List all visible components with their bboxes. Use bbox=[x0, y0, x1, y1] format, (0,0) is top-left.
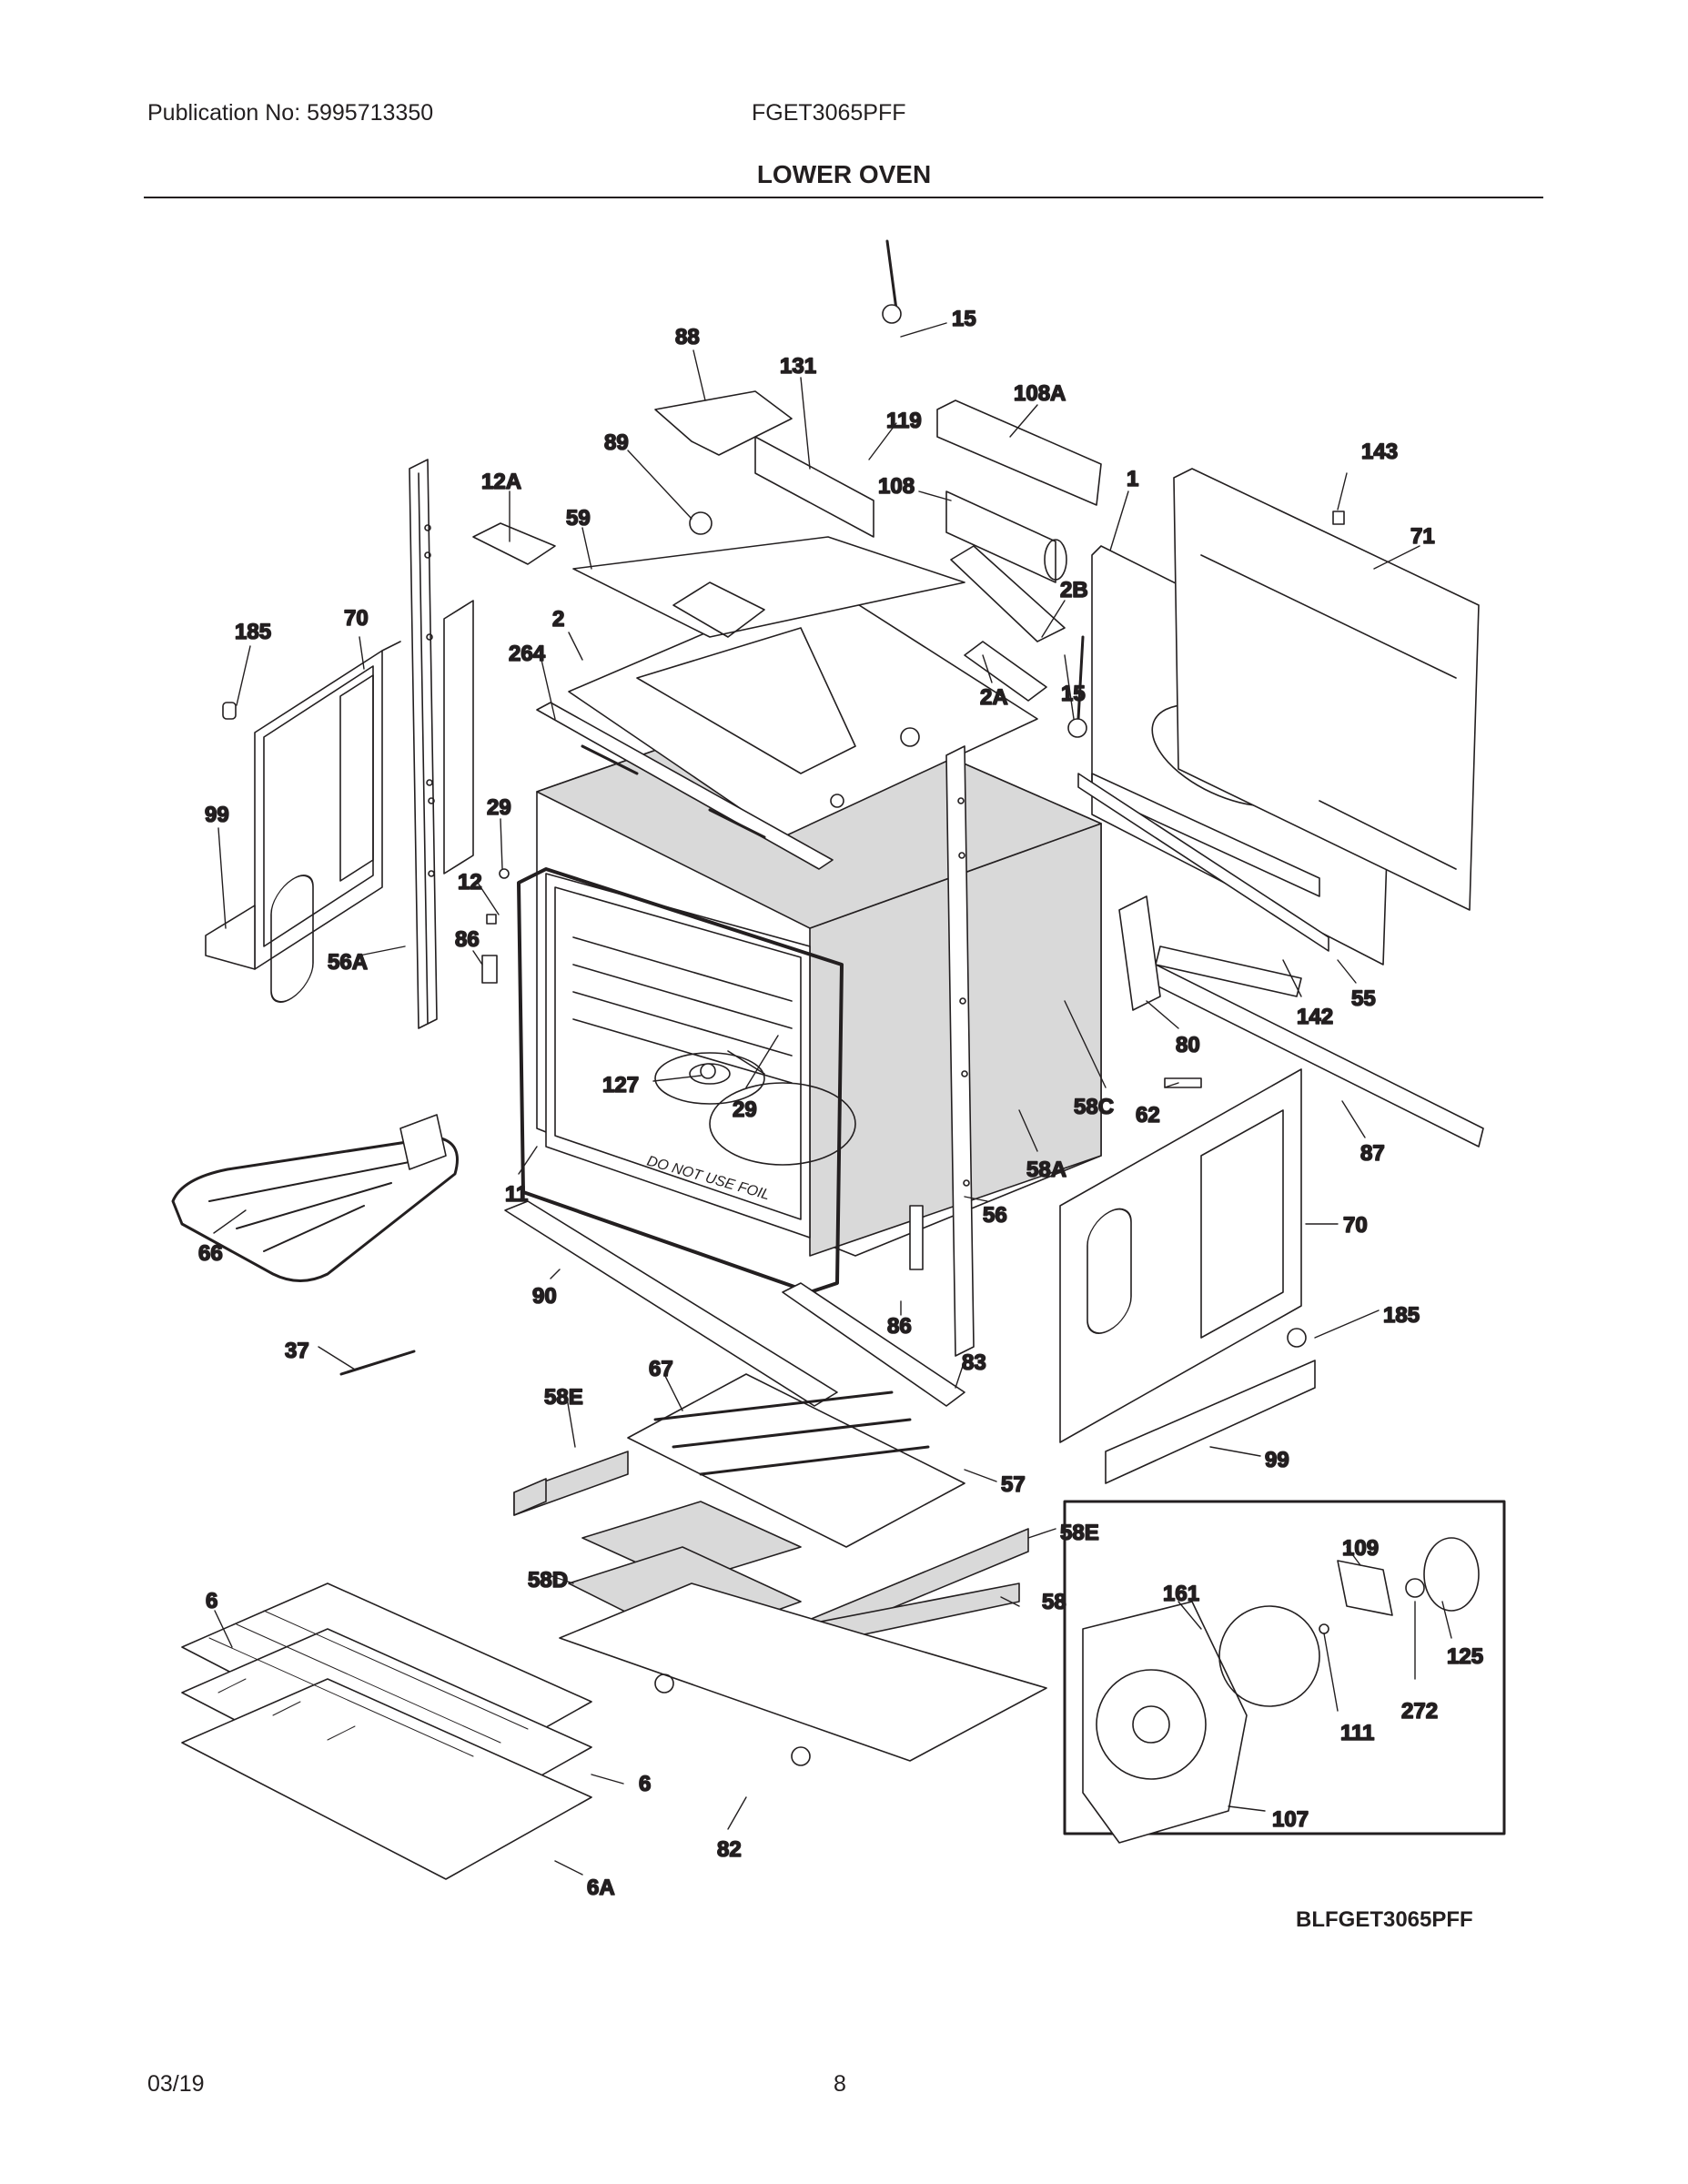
callout-99b: 99 bbox=[1265, 1448, 1289, 1472]
front-frame-56A bbox=[409, 459, 474, 1029]
callout-89: 89 bbox=[604, 430, 629, 455]
callout-58Eb: 58E bbox=[1060, 1521, 1099, 1545]
callout-87: 87 bbox=[1360, 1141, 1385, 1166]
callout-67: 67 bbox=[649, 1357, 673, 1381]
drawing-code: BLFGET3065PFF bbox=[1296, 1907, 1473, 1932]
callout-108: 108 bbox=[878, 474, 915, 499]
bracket-99-right bbox=[1105, 1360, 1316, 1484]
front-trims bbox=[504, 1200, 965, 1407]
callout-80: 80 bbox=[1176, 1033, 1200, 1057]
callout-88: 88 bbox=[675, 325, 700, 349]
model-number: FGET3065PFF bbox=[752, 100, 906, 126]
callout-99: 99 bbox=[205, 803, 229, 827]
page-number: 8 bbox=[834, 2071, 846, 2097]
callout-70: 70 bbox=[344, 606, 369, 631]
bake-element-67 bbox=[627, 1373, 965, 1548]
callout-29: 29 bbox=[487, 795, 511, 820]
callout-62: 62 bbox=[1136, 1103, 1160, 1127]
callout-55: 55 bbox=[1351, 986, 1376, 1011]
vent-264 bbox=[536, 702, 834, 870]
callout-125: 125 bbox=[1447, 1644, 1483, 1669]
callout-109: 109 bbox=[1342, 1536, 1379, 1561]
callout-143: 143 bbox=[1361, 440, 1398, 464]
callout-272: 272 bbox=[1401, 1699, 1438, 1724]
outer-back-71 bbox=[1173, 468, 1480, 911]
callout-71: 71 bbox=[1410, 524, 1435, 549]
small-parts bbox=[222, 239, 1345, 1376]
callout-56A: 56A bbox=[328, 950, 368, 975]
callout-264: 264 bbox=[509, 642, 546, 666]
callout-185b: 185 bbox=[1383, 1303, 1420, 1328]
callout-29b: 29 bbox=[733, 1097, 757, 1122]
door-gasket-11 bbox=[517, 867, 844, 1294]
callout-83: 83 bbox=[962, 1350, 986, 1375]
callout-6A: 6A bbox=[587, 1876, 615, 1900]
convection-inset bbox=[1063, 1500, 1506, 1844]
callout-82: 82 bbox=[717, 1837, 742, 1862]
publication-date: 03/19 bbox=[147, 2071, 205, 2097]
callout-131: 131 bbox=[780, 354, 816, 379]
callout-119: 119 bbox=[886, 409, 922, 433]
callout-108A: 108A bbox=[1014, 381, 1066, 406]
blower-108 bbox=[936, 399, 1102, 583]
section-title: LOWER OVEN bbox=[756, 160, 932, 188]
callout-2A: 2A bbox=[980, 685, 1008, 710]
callout-58C: 58C bbox=[1074, 1095, 1114, 1119]
callout-107: 107 bbox=[1272, 1807, 1309, 1832]
callout-111: 111 bbox=[1340, 1721, 1374, 1745]
brackets-right bbox=[1077, 773, 1484, 1148]
callout-86b: 86 bbox=[887, 1314, 912, 1339]
callout-2B: 2B bbox=[1060, 578, 1088, 602]
callout-127: 127 bbox=[602, 1073, 639, 1097]
publication-number: Publication No: 5995713350 bbox=[147, 100, 434, 126]
callout-1: 1 bbox=[1127, 467, 1138, 491]
callout-15: 15 bbox=[952, 307, 976, 331]
oven-racks bbox=[181, 1582, 592, 1880]
callout-59: 59 bbox=[566, 506, 591, 531]
callout-58A: 58A bbox=[1026, 1158, 1066, 1182]
top-shield-59 bbox=[572, 536, 965, 638]
callout-58E: 58E bbox=[544, 1385, 583, 1410]
leader-lines bbox=[213, 322, 1452, 1876]
callout-11: 11 bbox=[505, 1182, 528, 1207]
broil-element-66 bbox=[171, 1114, 459, 1282]
callout-161: 161 bbox=[1163, 1582, 1199, 1606]
top-misc-parts bbox=[472, 390, 1066, 702]
callout-70b: 70 bbox=[1343, 1213, 1368, 1238]
title-divider bbox=[144, 197, 1543, 198]
side-panel-left bbox=[205, 641, 401, 1003]
callout-2: 2 bbox=[552, 607, 564, 632]
callout-15b: 15 bbox=[1061, 682, 1086, 706]
side-panel-right bbox=[1059, 1068, 1307, 1443]
front-frame-56 bbox=[945, 745, 975, 1357]
callout-12: 12 bbox=[458, 870, 482, 895]
callout-66: 66 bbox=[198, 1241, 223, 1266]
callout-58: 58 bbox=[1042, 1590, 1066, 1614]
callout-185: 185 bbox=[235, 620, 271, 644]
callout-142: 142 bbox=[1297, 1005, 1333, 1029]
callout-6: 6 bbox=[206, 1589, 217, 1613]
callout-86: 86 bbox=[455, 927, 480, 952]
callout-37: 37 bbox=[285, 1339, 309, 1363]
callout-labels: 15 88 131 108A 119 143 89 12A 108 1 71 5… bbox=[197, 306, 1484, 1901]
callout-57: 57 bbox=[1001, 1472, 1026, 1497]
callout-12A: 12A bbox=[481, 470, 521, 494]
callout-56: 56 bbox=[983, 1203, 1007, 1228]
callout-58D: 58D bbox=[528, 1568, 568, 1592]
callout-90: 90 bbox=[532, 1284, 557, 1309]
bottom-panel-82 bbox=[559, 1582, 1047, 1766]
callout-6b: 6 bbox=[639, 1772, 651, 1796]
